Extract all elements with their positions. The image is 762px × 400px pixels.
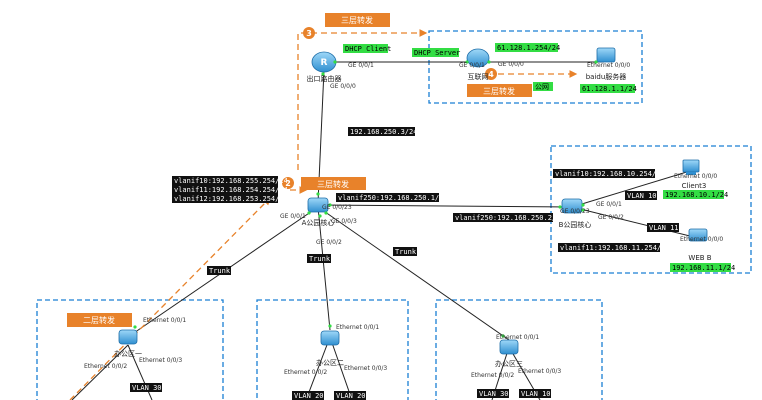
- office2-vlan20-right-label: VLAN 20: [336, 392, 366, 400]
- port-label: Ethernet 0/0/2: [84, 363, 127, 370]
- vlanif12-a-label: vlanif12:192.168.253.254/24: [174, 195, 288, 203]
- vlanif250-b-label: vlanif250:192.168.250.2/24: [455, 214, 565, 222]
- client3-pc-icon[interactable]: [682, 159, 700, 175]
- office1-switch-icon[interactable]: [118, 329, 138, 345]
- port-label: Ethernet 0/0/2: [471, 372, 514, 379]
- svg-text:R: R: [321, 58, 328, 68]
- office3-vlan10-label: VLAN 10: [521, 390, 551, 398]
- office2-vlan20-left-label: VLAN 20: [294, 392, 324, 400]
- webb-ip-label: 192.168.11.1/24: [672, 264, 735, 272]
- client3-ip-label: 192.168.10.1/24: [665, 191, 728, 199]
- vlanif250-a-label: vlanif250:192.168.250.1/24: [338, 194, 448, 202]
- office2-switch-icon[interactable]: [320, 330, 340, 346]
- port-label: GE 0/0/1: [348, 62, 374, 69]
- l3-forward-internet-label: 三层转发: [483, 86, 515, 96]
- trunk-office2-label: Trunk: [309, 255, 331, 263]
- port-label: Ethernet 0/0/1: [496, 334, 539, 341]
- office1-vlan30-label: VLAN 30: [132, 384, 162, 392]
- internet-zone-box: [428, 30, 643, 104]
- vlanif11-b-label: vlanif11:192.168.11.254/24: [560, 244, 670, 252]
- core-b-name: B公园核心: [559, 220, 592, 229]
- link-core-a-office3: [317, 206, 510, 341]
- step-2-badge: 2: [285, 179, 291, 188]
- port-label: Ethernet 0/0/3: [139, 357, 182, 364]
- port-label: Ethernet 0/0/0: [587, 62, 630, 69]
- port-label: GE 0/0/1: [459, 62, 485, 69]
- baidu-name: baidu服务器: [586, 72, 627, 81]
- internet-name: 互联网: [468, 72, 489, 81]
- flow-arrow-l2-left: [69, 197, 271, 400]
- l2-forward-label: 二层转发: [83, 315, 115, 325]
- port-label: GE 0/0/0: [330, 83, 356, 90]
- link-core-b-client3: [571, 170, 691, 208]
- port-label: GE 0/0/2: [316, 239, 342, 246]
- office3-zone-box: [435, 299, 603, 400]
- core-a-name: A公园核心: [302, 218, 335, 227]
- port-label: GE 0/0/0: [498, 61, 524, 68]
- vlanif10-a-label: vlanif10:192.168.255.254/24: [174, 177, 288, 185]
- port-label: GE 0/0/23: [322, 204, 352, 211]
- port-label: Ethernet 0/0/1: [143, 317, 186, 324]
- exit-router-name: 出口路由器: [307, 74, 342, 83]
- trunk-office1-label: Trunk: [209, 267, 231, 275]
- port-label: Ethernet 0/0/0: [680, 236, 723, 243]
- dhcp-server-label: DHCP Server: [414, 49, 460, 57]
- exit-router-icon[interactable]: R: [311, 51, 337, 73]
- link-office1-left: [71, 344, 129, 400]
- ip-61-1-label: 61.128.1.1/24: [582, 85, 637, 93]
- office1-name: 办公区一: [114, 349, 142, 358]
- l3-forward-top-label: 三层转发: [341, 15, 373, 25]
- webb-server-icon[interactable]: [688, 228, 708, 242]
- link-250-3-label: 192.168.250.3/24: [350, 128, 417, 136]
- vlan11-b-label: VLAN 11: [649, 224, 679, 232]
- step-3-badge: 3: [306, 29, 312, 38]
- client3-name: Client3: [682, 182, 707, 190]
- public-net-label: 公网: [535, 83, 549, 91]
- trunk-office3-label: Trunk: [395, 248, 417, 256]
- vlanif10-b-label: vlanif10:192.168.10.254/24: [555, 170, 665, 178]
- office2-name: 办公区二: [316, 358, 344, 367]
- office3-switch-icon[interactable]: [499, 339, 519, 355]
- vlan10-b-label: VLAN 10: [627, 192, 657, 200]
- step-4-badge: 4: [488, 70, 494, 79]
- link-core-a-office2: [317, 206, 331, 331]
- core-a-switch-icon[interactable]: [307, 197, 329, 213]
- vlanif11-a-label: vlanif11:192.168.254.254/24: [174, 186, 288, 194]
- l3-forward-mid-label: 三层转发: [317, 179, 349, 189]
- port-label: Ethernet 0/0/1: [336, 324, 379, 331]
- internet-cloud-icon[interactable]: [466, 48, 490, 68]
- port-label: GE 0/0/1: [596, 201, 622, 208]
- office2-zone-box: [256, 299, 409, 400]
- link-core-b-webb: [571, 206, 699, 239]
- link-office2-left: [305, 336, 331, 400]
- b-park-zone-box: [550, 145, 752, 274]
- port-label: Ethernet 0/0/3: [344, 365, 387, 372]
- office1-zone-box: [36, 299, 224, 400]
- port-label: Ethernet 0/0/0: [674, 173, 717, 180]
- flow-arrow-l3-top: [297, 29, 428, 170]
- webb-name: WEB B: [688, 254, 711, 262]
- office3-name: 办公区三: [495, 359, 523, 368]
- port-label: GE 0/0/1: [280, 213, 306, 220]
- port-label: GE 0/0/3: [331, 218, 357, 225]
- dhcp-client-label: DHCP Client: [345, 45, 391, 53]
- baidu-server-icon[interactable]: [596, 47, 616, 63]
- link-office2-right: [329, 336, 353, 400]
- port-label: Ethernet 0/0/3: [518, 368, 561, 375]
- link-core-a-core-b: [317, 204, 573, 208]
- port-label: GE 0/0/2: [598, 214, 624, 221]
- port-label: Ethernet 0/0/2: [284, 369, 327, 376]
- ip-61-254-label: 61.128.1.254/24: [497, 44, 560, 52]
- port-label: GE 0/0/23: [560, 208, 590, 215]
- office3-vlan30-label: VLAN 30: [479, 390, 509, 398]
